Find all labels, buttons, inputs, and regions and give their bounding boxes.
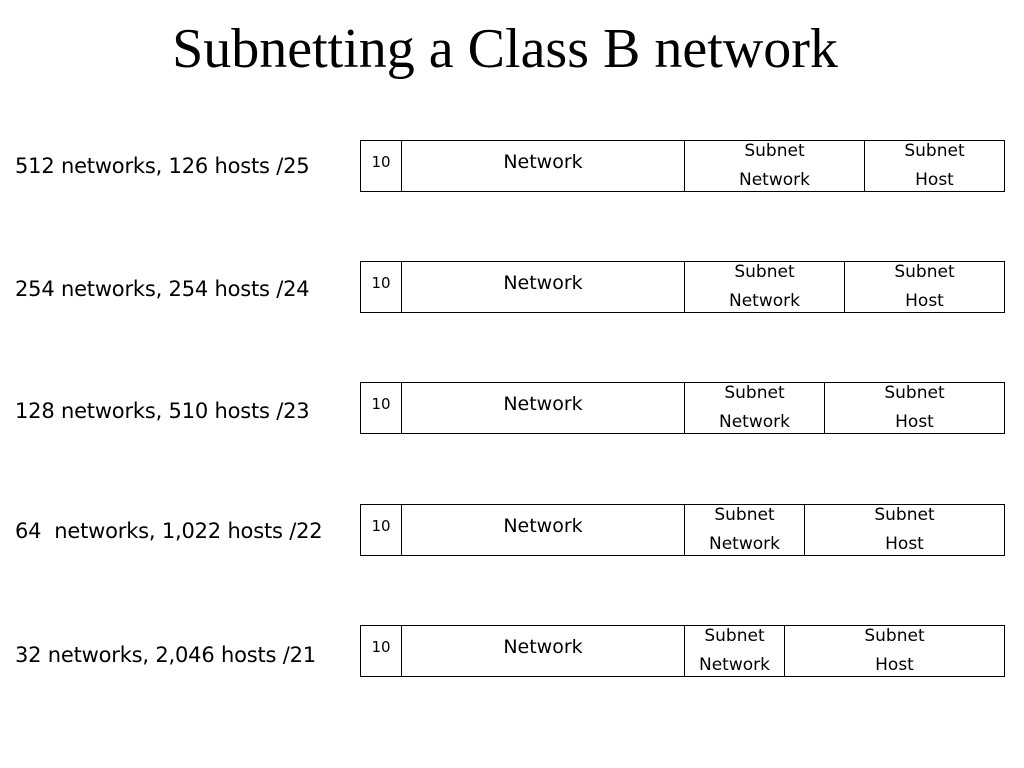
row-label: 512 networks, 126 hosts /25 <box>15 154 310 178</box>
subnet-row-23: 128 networks, 510 hosts /23 10 Network S… <box>0 382 1024 436</box>
subnet-network-line1: Subnet <box>714 505 775 525</box>
row-label: 32 networks, 2,046 hosts /21 <box>15 643 316 667</box>
subnet-network-field: Subnet Network <box>684 141 864 191</box>
address-diagram: 10 Network Subnet Network Subnet Host <box>360 625 1005 677</box>
class-prefix-field: 10 <box>371 517 391 535</box>
subnet-network-line1: Subnet <box>724 383 785 403</box>
class-prefix-field: 10 <box>371 638 391 656</box>
subnet-host-field: Subnet Host <box>824 383 1004 433</box>
subnet-row-25: 512 networks, 126 hosts /25 10 Network S… <box>0 140 1024 194</box>
address-diagram: 10 Network Subnet Network Subnet Host <box>360 382 1005 434</box>
subnet-network-field: Subnet Network <box>684 505 804 555</box>
address-diagram: 10 Network Subnet Network Subnet Host <box>360 140 1005 192</box>
network-field: Network <box>401 141 684 191</box>
network-field: Network <box>401 626 684 676</box>
subnet-host-field: Subnet Host <box>784 626 1004 676</box>
network-field: Network <box>401 383 684 433</box>
row-label: 128 networks, 510 hosts /23 <box>15 399 310 423</box>
class-prefix-field: 10 <box>371 153 391 171</box>
class-prefix-field: 10 <box>371 395 391 413</box>
network-field: Network <box>401 505 684 555</box>
subnet-host-line2: Host <box>895 412 934 432</box>
subnet-network-line2: Network <box>709 534 780 554</box>
subnet-row-22: 64 networks, 1,022 hosts /22 10 Network … <box>0 504 1024 558</box>
row-label: 64 networks, 1,022 hosts /22 <box>15 519 323 543</box>
subnet-network-field: Subnet Network <box>684 262 844 312</box>
subnet-host-line1: Subnet <box>874 505 935 525</box>
subnet-row-24: 254 networks, 254 hosts /24 10 Network S… <box>0 261 1024 315</box>
subnet-host-line1: Subnet <box>904 141 965 161</box>
subnet-host-line1: Subnet <box>884 383 945 403</box>
row-label: 254 networks, 254 hosts /24 <box>15 277 310 301</box>
address-diagram: 10 Network Subnet Network Subnet Host <box>360 504 1005 556</box>
class-prefix-field: 10 <box>371 274 391 292</box>
subnet-network-line2: Network <box>729 291 800 311</box>
subnet-host-line2: Host <box>915 170 954 190</box>
subnet-host-line1: Subnet <box>864 626 925 646</box>
subnet-host-field: Subnet Host <box>864 141 1004 191</box>
subnet-host-line2: Host <box>875 655 914 675</box>
subnet-network-line1: Subnet <box>704 626 765 646</box>
subnet-network-line2: Network <box>719 412 790 432</box>
subnet-network-line1: Subnet <box>734 262 795 282</box>
subnet-network-field: Subnet Network <box>684 383 824 433</box>
subnet-network-line2: Network <box>699 655 770 675</box>
subnet-host-line1: Subnet <box>894 262 955 282</box>
subnet-network-line1: Subnet <box>744 141 805 161</box>
subnet-row-21: 32 networks, 2,046 hosts /21 10 Network … <box>0 625 1024 679</box>
subnet-network-field: Subnet Network <box>684 626 784 676</box>
subnet-host-line2: Host <box>905 291 944 311</box>
slide-title: Subnetting a Class B network <box>172 18 838 80</box>
subnet-host-line2: Host <box>885 534 924 554</box>
subnet-network-line2: Network <box>739 170 810 190</box>
address-diagram: 10 Network Subnet Network Subnet Host <box>360 261 1005 313</box>
subnet-host-field: Subnet Host <box>844 262 1004 312</box>
network-field: Network <box>401 262 684 312</box>
subnet-host-field: Subnet Host <box>804 505 1004 555</box>
